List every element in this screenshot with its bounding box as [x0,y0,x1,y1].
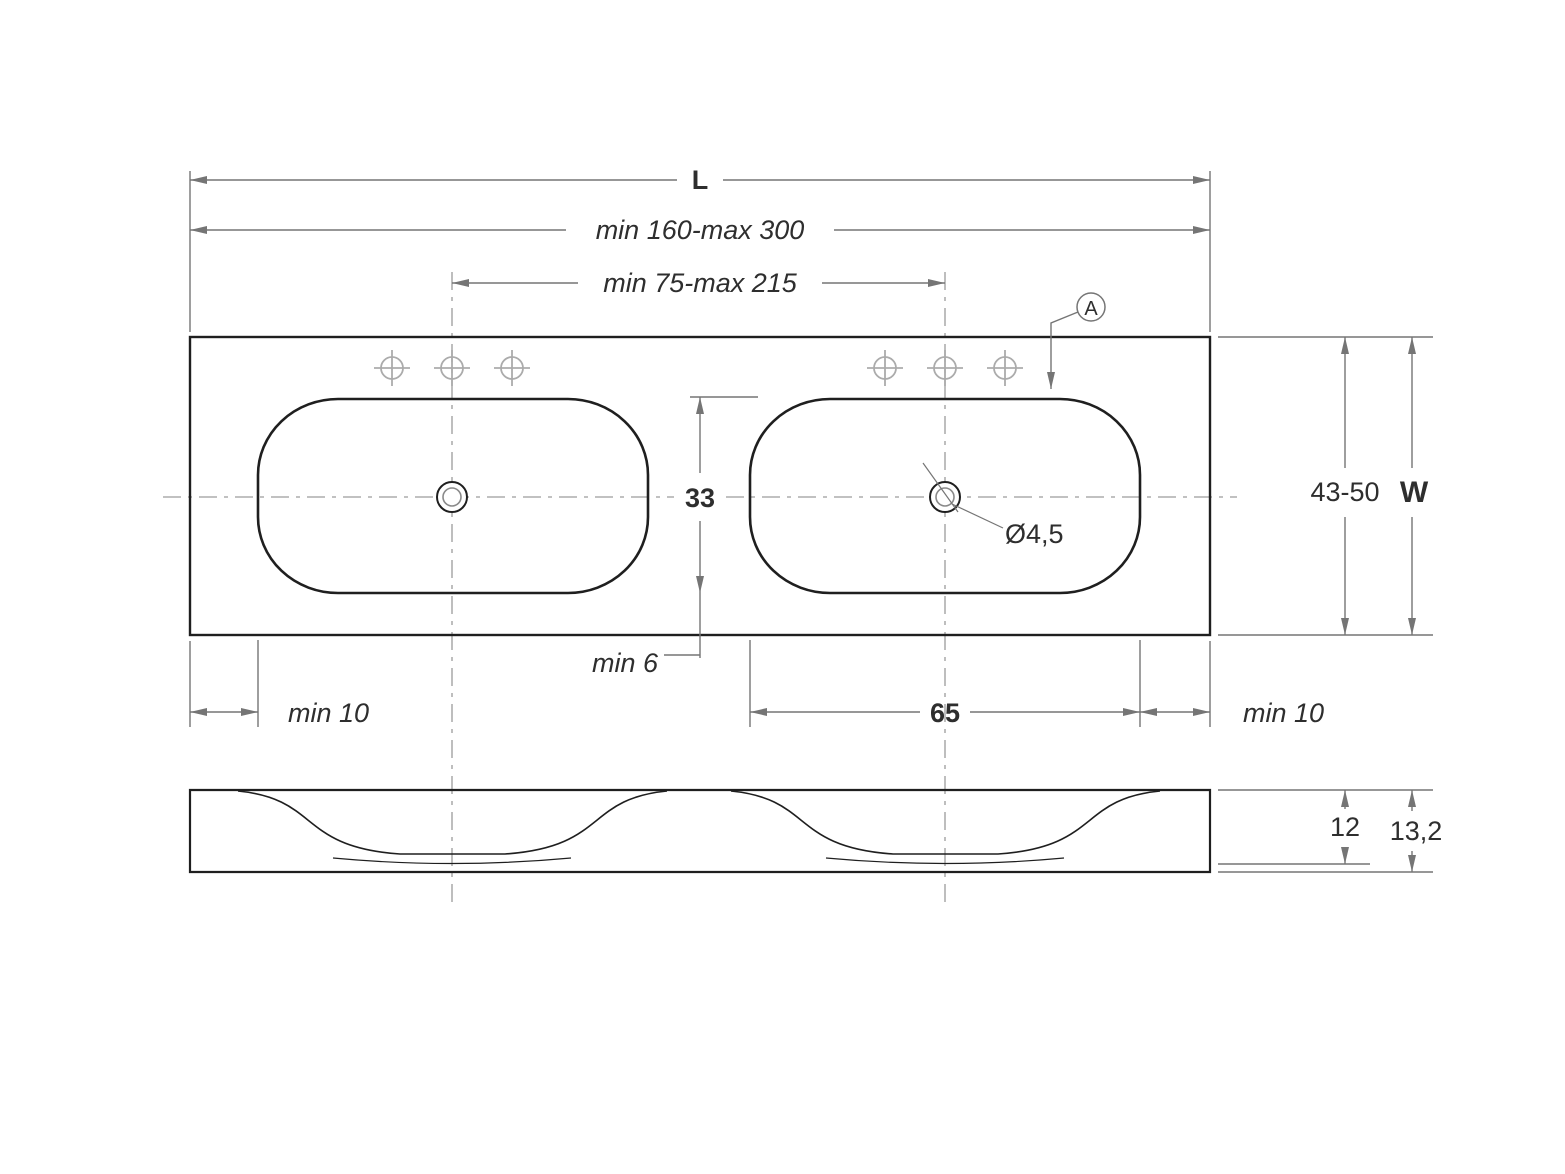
faucet-holes-layer [374,350,1023,386]
faucet-hole [927,350,963,386]
faucet-hole [374,350,410,386]
label-basin-width: 33 [685,483,715,513]
right-drain-inner [935,487,955,507]
left-drain-inner [442,487,462,507]
faucet-hole [494,350,530,386]
faucet-hole [867,350,903,386]
section-left-bowl-profile [237,790,668,855]
section-right-bowl-underside [825,857,1065,865]
right-basin-outline [748,397,1142,595]
section-left-bowl-underside [332,857,572,865]
hole-diameter-tick [922,462,959,513]
label-length-range: min 160-max 300 [596,215,805,245]
hole-diameter-leader [951,503,1004,529]
label-overall-width: W [1400,476,1429,509]
label-overall-length: L [692,165,709,195]
left-basin-outline [256,397,650,595]
detail-a-balloon [1076,292,1106,322]
faucet-hole [987,350,1023,386]
label-depth-range: 43-50 [1310,477,1379,507]
dimensions-layer [189,171,1433,873]
label-hole-diameter: Ø4,5 [1005,519,1064,549]
section-view-outline [188,788,1212,874]
label-right-margin-min: min 10 [1243,698,1324,728]
detail-a-leader [1047,311,1079,389]
label-faucet-spacing-range: min 75-max 215 [603,268,798,298]
label-inner-thickness: 12 [1330,812,1360,842]
labels-layer: L min 160-max 300 min 75-max 215 A 43-50… [288,165,1442,846]
left-drain-outer [436,481,468,513]
label-left-margin-min: min 10 [288,698,369,728]
section-right-bowl-profile [730,790,1161,855]
label-basin-edge-min: min 6 [592,648,659,678]
label-basin-length: 65 [930,698,960,728]
label-detail-marker: A [1084,298,1098,320]
faucet-hole [434,350,470,386]
label-total-thickness: 13,2 [1390,816,1443,846]
centerlines-layer [163,272,1237,903]
